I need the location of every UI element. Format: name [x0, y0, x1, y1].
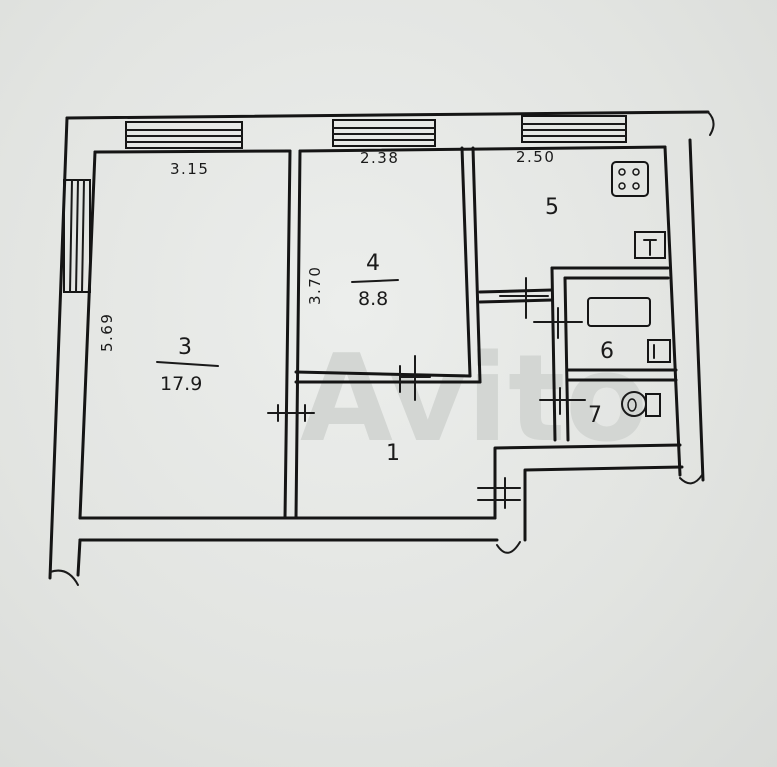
window-top-middle [332, 119, 436, 147]
walls [48, 110, 710, 580]
dim-room4-height: 3.70 [306, 266, 324, 305]
sink-icon [634, 231, 666, 259]
bathtub-icon [587, 297, 651, 327]
window-left [63, 179, 91, 293]
dim-top-middle: 2.38 [360, 149, 399, 167]
room3-fraction-line [156, 361, 219, 367]
room4-fraction-line [351, 279, 399, 283]
room7-number: 7 [588, 403, 602, 428]
window-top-left [125, 121, 243, 149]
dim-top-right: 2.50 [516, 148, 555, 166]
room6-number: 6 [600, 339, 614, 364]
room3-area: 17.9 [160, 373, 202, 395]
toilet-icon [621, 391, 661, 417]
room4-number: 4 [366, 251, 380, 276]
room3-number: 3 [178, 335, 192, 360]
room4-area: 8.8 [358, 288, 388, 310]
washbasin-icon [647, 339, 671, 363]
wall-end-caps [49, 111, 715, 586]
watermark: Avito [300, 330, 648, 469]
room1-number: 1 [386, 441, 400, 466]
window-top-right [521, 115, 627, 143]
dim-top-left: 3.15 [170, 160, 209, 178]
door-marks [267, 277, 586, 509]
stove-icon [611, 161, 649, 197]
room5-number: 5 [545, 195, 559, 220]
dim-room3-height: 5.69 [98, 313, 116, 352]
